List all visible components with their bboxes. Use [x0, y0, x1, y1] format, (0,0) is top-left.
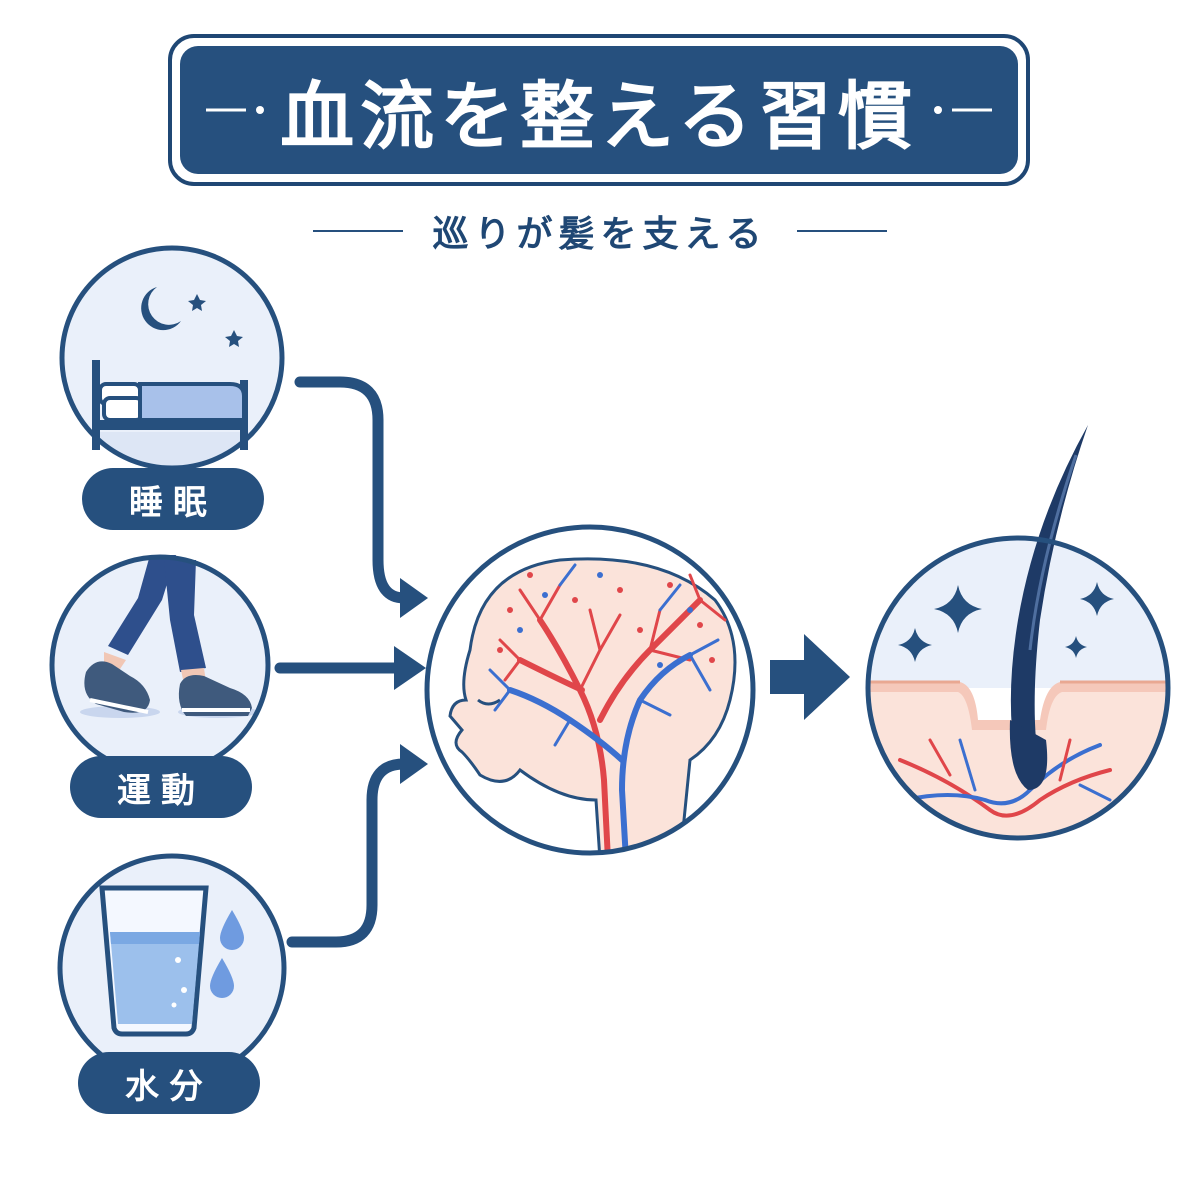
title-banner-inner: 血流を整える習慣 [180, 46, 1018, 174]
water-drop-icon [210, 958, 234, 998]
sparkle-icon [1080, 582, 1114, 616]
title-decoration-dot [934, 106, 942, 114]
moon-icon [141, 287, 181, 331]
habit-label-exercise: 運動 [70, 756, 252, 818]
head-blood-vessels-icon [448, 557, 737, 853]
arrowhead-sleep [400, 578, 428, 618]
water-circle [57, 853, 287, 1083]
subtitle-line-right [797, 230, 888, 232]
hair-strand-icon [1010, 425, 1088, 773]
arrow-water-to-head [286, 758, 410, 948]
page-title: 血流を整える習慣 [280, 73, 918, 160]
star-icon [225, 330, 243, 347]
sleep-circle [59, 245, 285, 471]
shoe-icon [178, 675, 252, 716]
subtitle-row: 巡りが髪を支える [0, 204, 1200, 258]
subtitle-line-left [312, 230, 403, 232]
sparkle-icon [1065, 636, 1087, 658]
title-decoration-line [206, 108, 246, 112]
habit-label-water: 水分 [78, 1052, 260, 1114]
title-decoration-line [952, 108, 992, 112]
big-arrow-to-hair [770, 634, 850, 720]
title-decoration-dot [256, 106, 264, 114]
walk-circle [49, 554, 271, 776]
arrowhead-walk [394, 646, 426, 690]
sparkle-icon [934, 585, 982, 633]
star-icon [188, 294, 206, 311]
water-drop-icon [220, 910, 244, 950]
arrow-sleep-to-head [294, 376, 410, 604]
connector-arrows [274, 376, 410, 948]
water-glass-icon [99, 885, 244, 1037]
arrowheads [394, 578, 428, 784]
shoe-icon [84, 661, 150, 713]
subtitle: 巡りが髪を支える [432, 214, 768, 255]
sparkle-icon [898, 628, 932, 662]
sleep-bed-moon-icon [92, 287, 248, 450]
arrowhead-water [400, 744, 428, 784]
habit-label-sleep: 睡眠 [82, 468, 264, 530]
hair-circle [865, 425, 1171, 841]
title-banner: 血流を整える習慣 [168, 34, 1030, 186]
head-circle [424, 524, 756, 856]
walking-legs-icon [84, 555, 252, 716]
